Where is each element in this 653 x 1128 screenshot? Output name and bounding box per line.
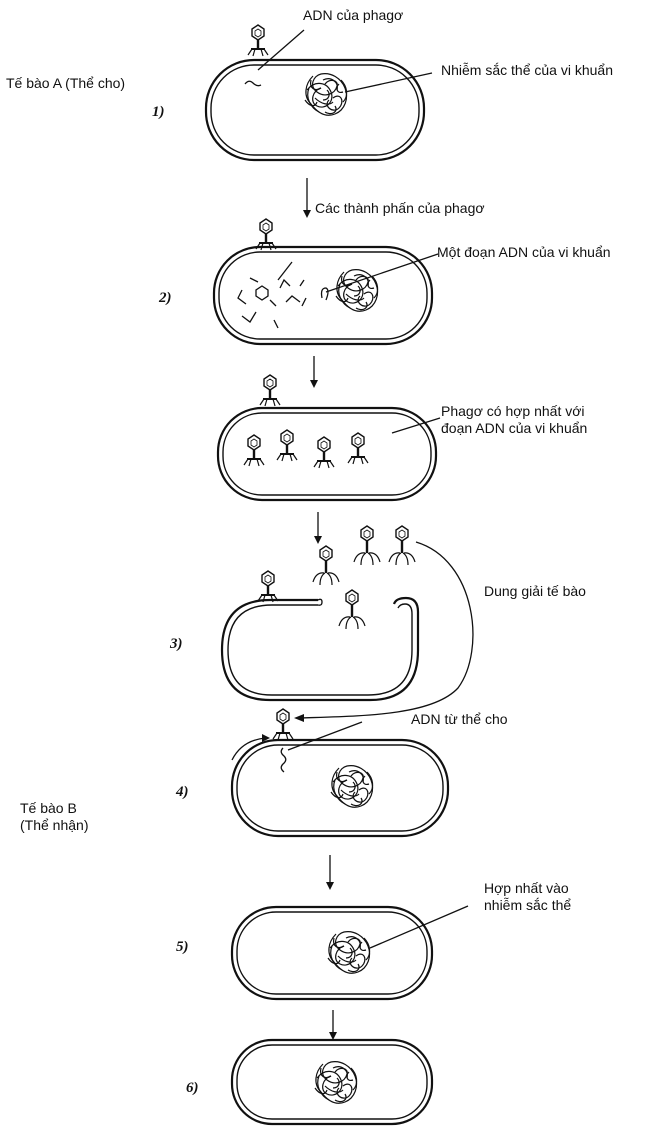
label-integrated-1: Hợp nhất vào — [484, 880, 569, 897]
label-cell-b-2: (Thể nhận) — [20, 817, 88, 834]
cell-2b — [218, 408, 436, 500]
chromosome-cell-6 — [315, 1062, 357, 1104]
leader-chromosome — [345, 73, 432, 92]
released-phage-3 — [389, 526, 415, 565]
label-phage-merged-1: Phagơ có hợp nhất với — [441, 403, 585, 420]
cell-5 — [232, 907, 432, 999]
phage-dna-strand — [245, 81, 261, 85]
phage-on-cell-3 — [258, 571, 278, 602]
step-1-label: 1) — [152, 104, 165, 121]
released-phage-2 — [354, 526, 380, 565]
assembled-phage-1 — [244, 435, 264, 466]
label-dna-fragment: Một đoạn ADN của vi khuẩn — [437, 244, 611, 261]
chromosome-cell-2 — [336, 270, 378, 312]
chromosome-cell-1 — [305, 74, 347, 116]
assembled-phage-3 — [314, 437, 334, 468]
label-integrated-2: nhiễm sắc thể — [484, 897, 571, 914]
label-bacterial-chromosome: Nhiễm sắc thể của vi khuẩn — [441, 62, 613, 79]
step-3-label: 3) — [170, 636, 183, 653]
label-phage-merged-2: đoạn ADN của vi khuẩn — [441, 420, 587, 437]
dna-fragment — [322, 288, 329, 300]
label-phage-dna: ADN của phagơ — [303, 7, 403, 24]
released-phage-4 — [339, 590, 365, 629]
phage-components — [238, 262, 306, 328]
injected-donor-dna — [281, 748, 286, 772]
assembled-phage-2 — [277, 430, 297, 461]
label-donor-dna: ADN từ thể cho — [411, 711, 508, 728]
chromosome-cell-4 — [331, 766, 373, 808]
cell-3-lysed — [222, 598, 418, 700]
released-phage-1 — [313, 546, 339, 585]
step-6-label: 6) — [186, 1080, 199, 1097]
assembled-phage-4 — [348, 433, 368, 464]
label-phage-components: Các thành phấn của phagơ — [315, 200, 485, 217]
cell-2 — [214, 247, 432, 344]
label-lysis: Dung giải tế bào — [484, 583, 586, 600]
step-2-label: 2) — [159, 290, 172, 307]
label-cell-a: Tế bào A (Thể cho) — [6, 75, 125, 92]
label-cell-b-1: Tế bào B — [20, 800, 77, 817]
phage-on-cell-1 — [248, 25, 268, 56]
step-4-label: 4) — [176, 784, 189, 801]
phage-on-cell-4 — [273, 709, 293, 740]
chromosome-cell-5 — [328, 932, 370, 974]
phage-on-cell-2b — [260, 375, 280, 406]
leader-merged-phage — [392, 418, 440, 433]
cell-4 — [232, 740, 448, 836]
leader-donor-dna — [288, 722, 362, 750]
phage-on-cell-2 — [256, 219, 276, 250]
step-5-label: 5) — [176, 939, 189, 956]
